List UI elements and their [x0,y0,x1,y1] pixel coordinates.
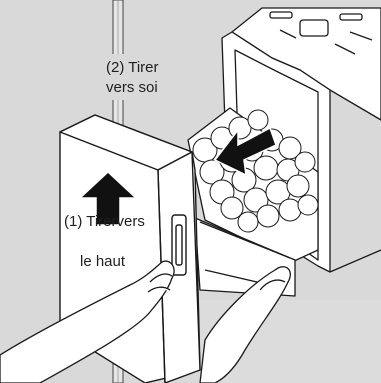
step2-label-line2: vers soi [106,79,158,96]
step2-label-line1: (2) Tirer [106,59,159,76]
step1-label-line2: le haut [80,253,126,270]
step1-label-line1: (1) Tirervers [64,213,145,230]
